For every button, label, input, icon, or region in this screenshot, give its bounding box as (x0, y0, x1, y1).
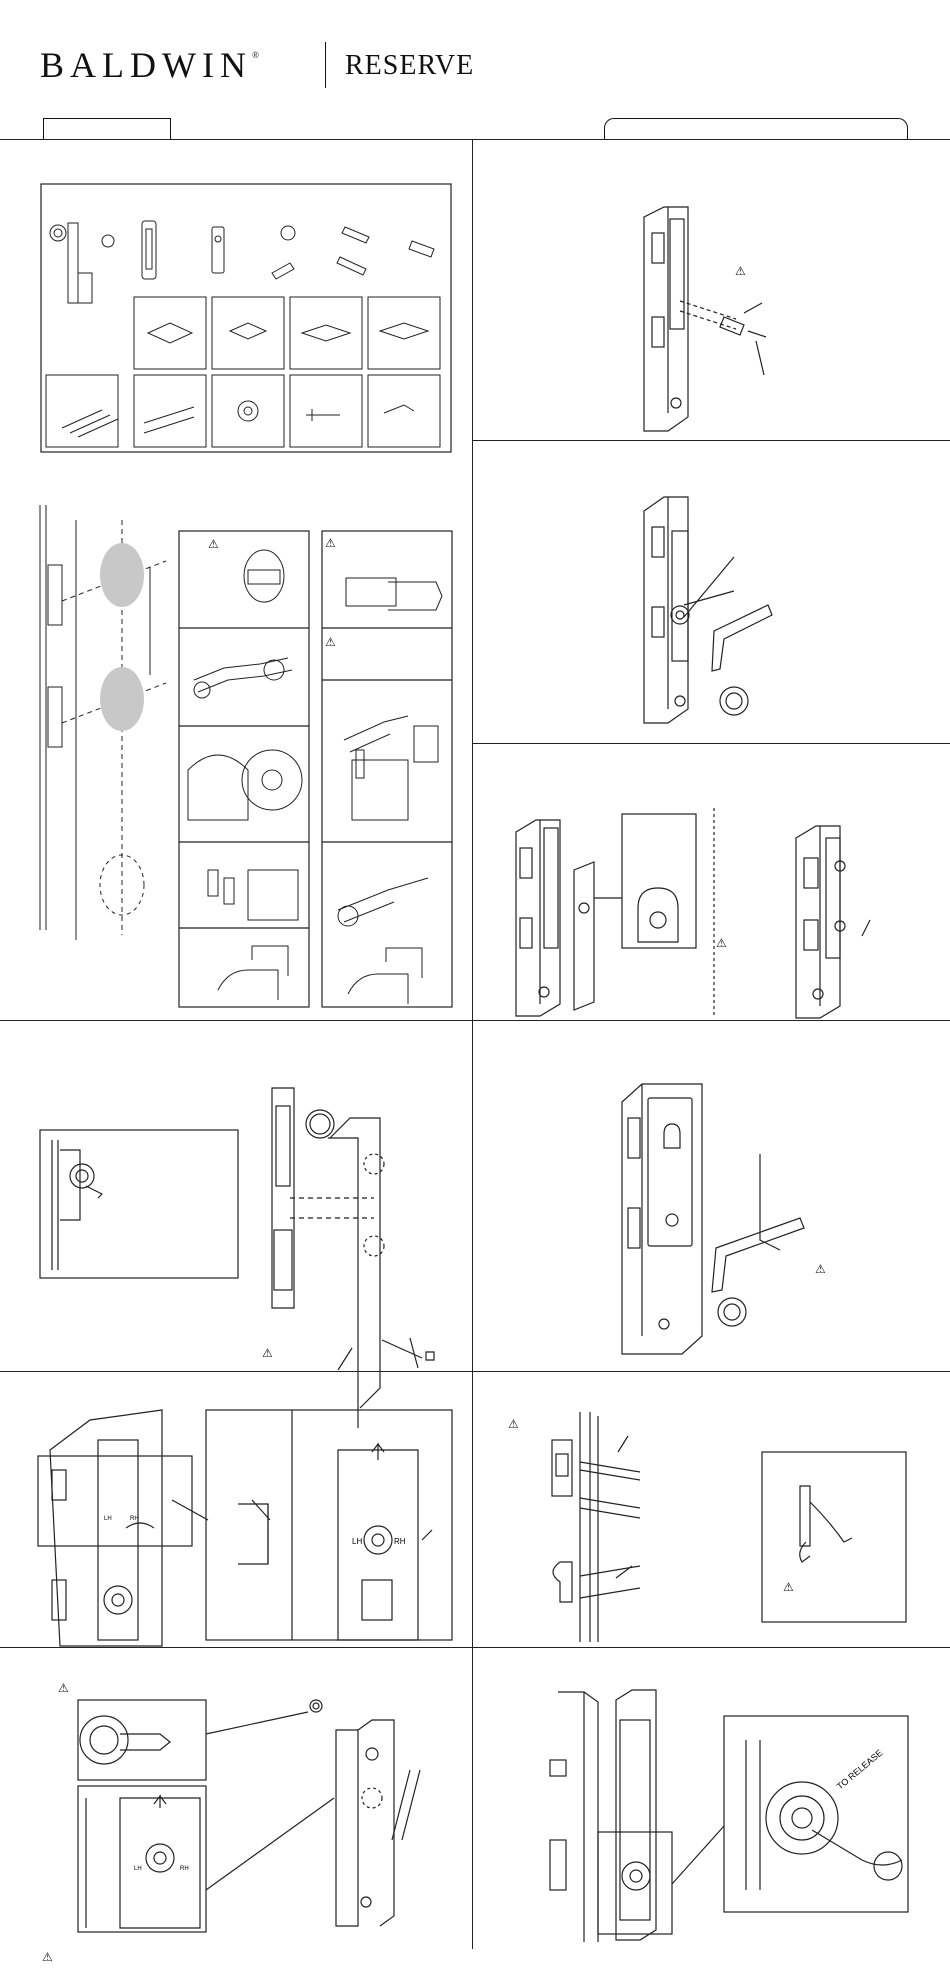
parts-list-panel (40, 183, 452, 453)
brand-logo: BALDWIN® (40, 44, 259, 86)
lever-allen-key-step (608, 1062, 828, 1362)
lh-label-small: LH (104, 1516, 112, 1522)
header-tab-left (43, 118, 171, 140)
release-detail-step: TO RELEASE (540, 1680, 910, 1950)
row-divider-1 (0, 1020, 950, 1021)
trim-plate-latch-step (624, 205, 784, 435)
cylinder-install-step: LH RH (60, 1690, 440, 1946)
row-divider-right-1 (472, 440, 950, 441)
exterior-assembly-step (38, 1080, 458, 1370)
warning-triangle-icon: ⚠ (735, 265, 746, 277)
lh-label-cyl: LH (134, 1866, 142, 1872)
brand-separator (325, 42, 326, 88)
warning-triangle-icon: ⚠ (716, 937, 727, 949)
brand-name: BALDWIN (40, 45, 252, 85)
door-prep-diagram (36, 505, 176, 940)
thumbturn-escutcheon-step (510, 808, 930, 1018)
warning-triangle-icon: ⚠ (815, 1263, 826, 1275)
row-divider-right-2 (472, 743, 950, 744)
bore-hole-lower (100, 667, 144, 731)
warning-triangle-icon: ⚠ (58, 1682, 69, 1694)
column-divider (472, 139, 473, 1949)
strike-plate-screws-step (540, 1402, 910, 1642)
row-divider-2 (0, 1371, 950, 1372)
warning-triangle-icon: ⚠ (42, 1951, 53, 1963)
lever-knob-install-step (634, 487, 794, 737)
warning-triangle-icon: ⚠ (325, 537, 336, 549)
rh-label: RH (394, 1537, 406, 1546)
warning-triangle-icon: ⚠ (262, 1347, 273, 1359)
warning-triangle-icon: ⚠ (208, 538, 219, 550)
trademark-mark: ® (252, 50, 259, 60)
brand-line: RESERVE (345, 50, 474, 82)
rh-label-cyl: RH (180, 1866, 189, 1872)
handing-selection-step: LH RH LH RH (22, 1400, 454, 1650)
rh-label-small: RH (130, 1516, 139, 1522)
bore-hole-upper (100, 543, 144, 607)
lh-label: LH (352, 1537, 362, 1546)
to-release-label: TO RELEASE (835, 1748, 885, 1792)
latch-steps-grid (178, 530, 454, 1008)
header-tab-right (604, 118, 908, 140)
header-rule (0, 139, 950, 140)
warning-triangle-icon: ⚠ (508, 1418, 519, 1430)
warning-triangle-icon: ⚠ (783, 1581, 794, 1593)
warning-triangle-icon: ⚠ (325, 636, 336, 648)
